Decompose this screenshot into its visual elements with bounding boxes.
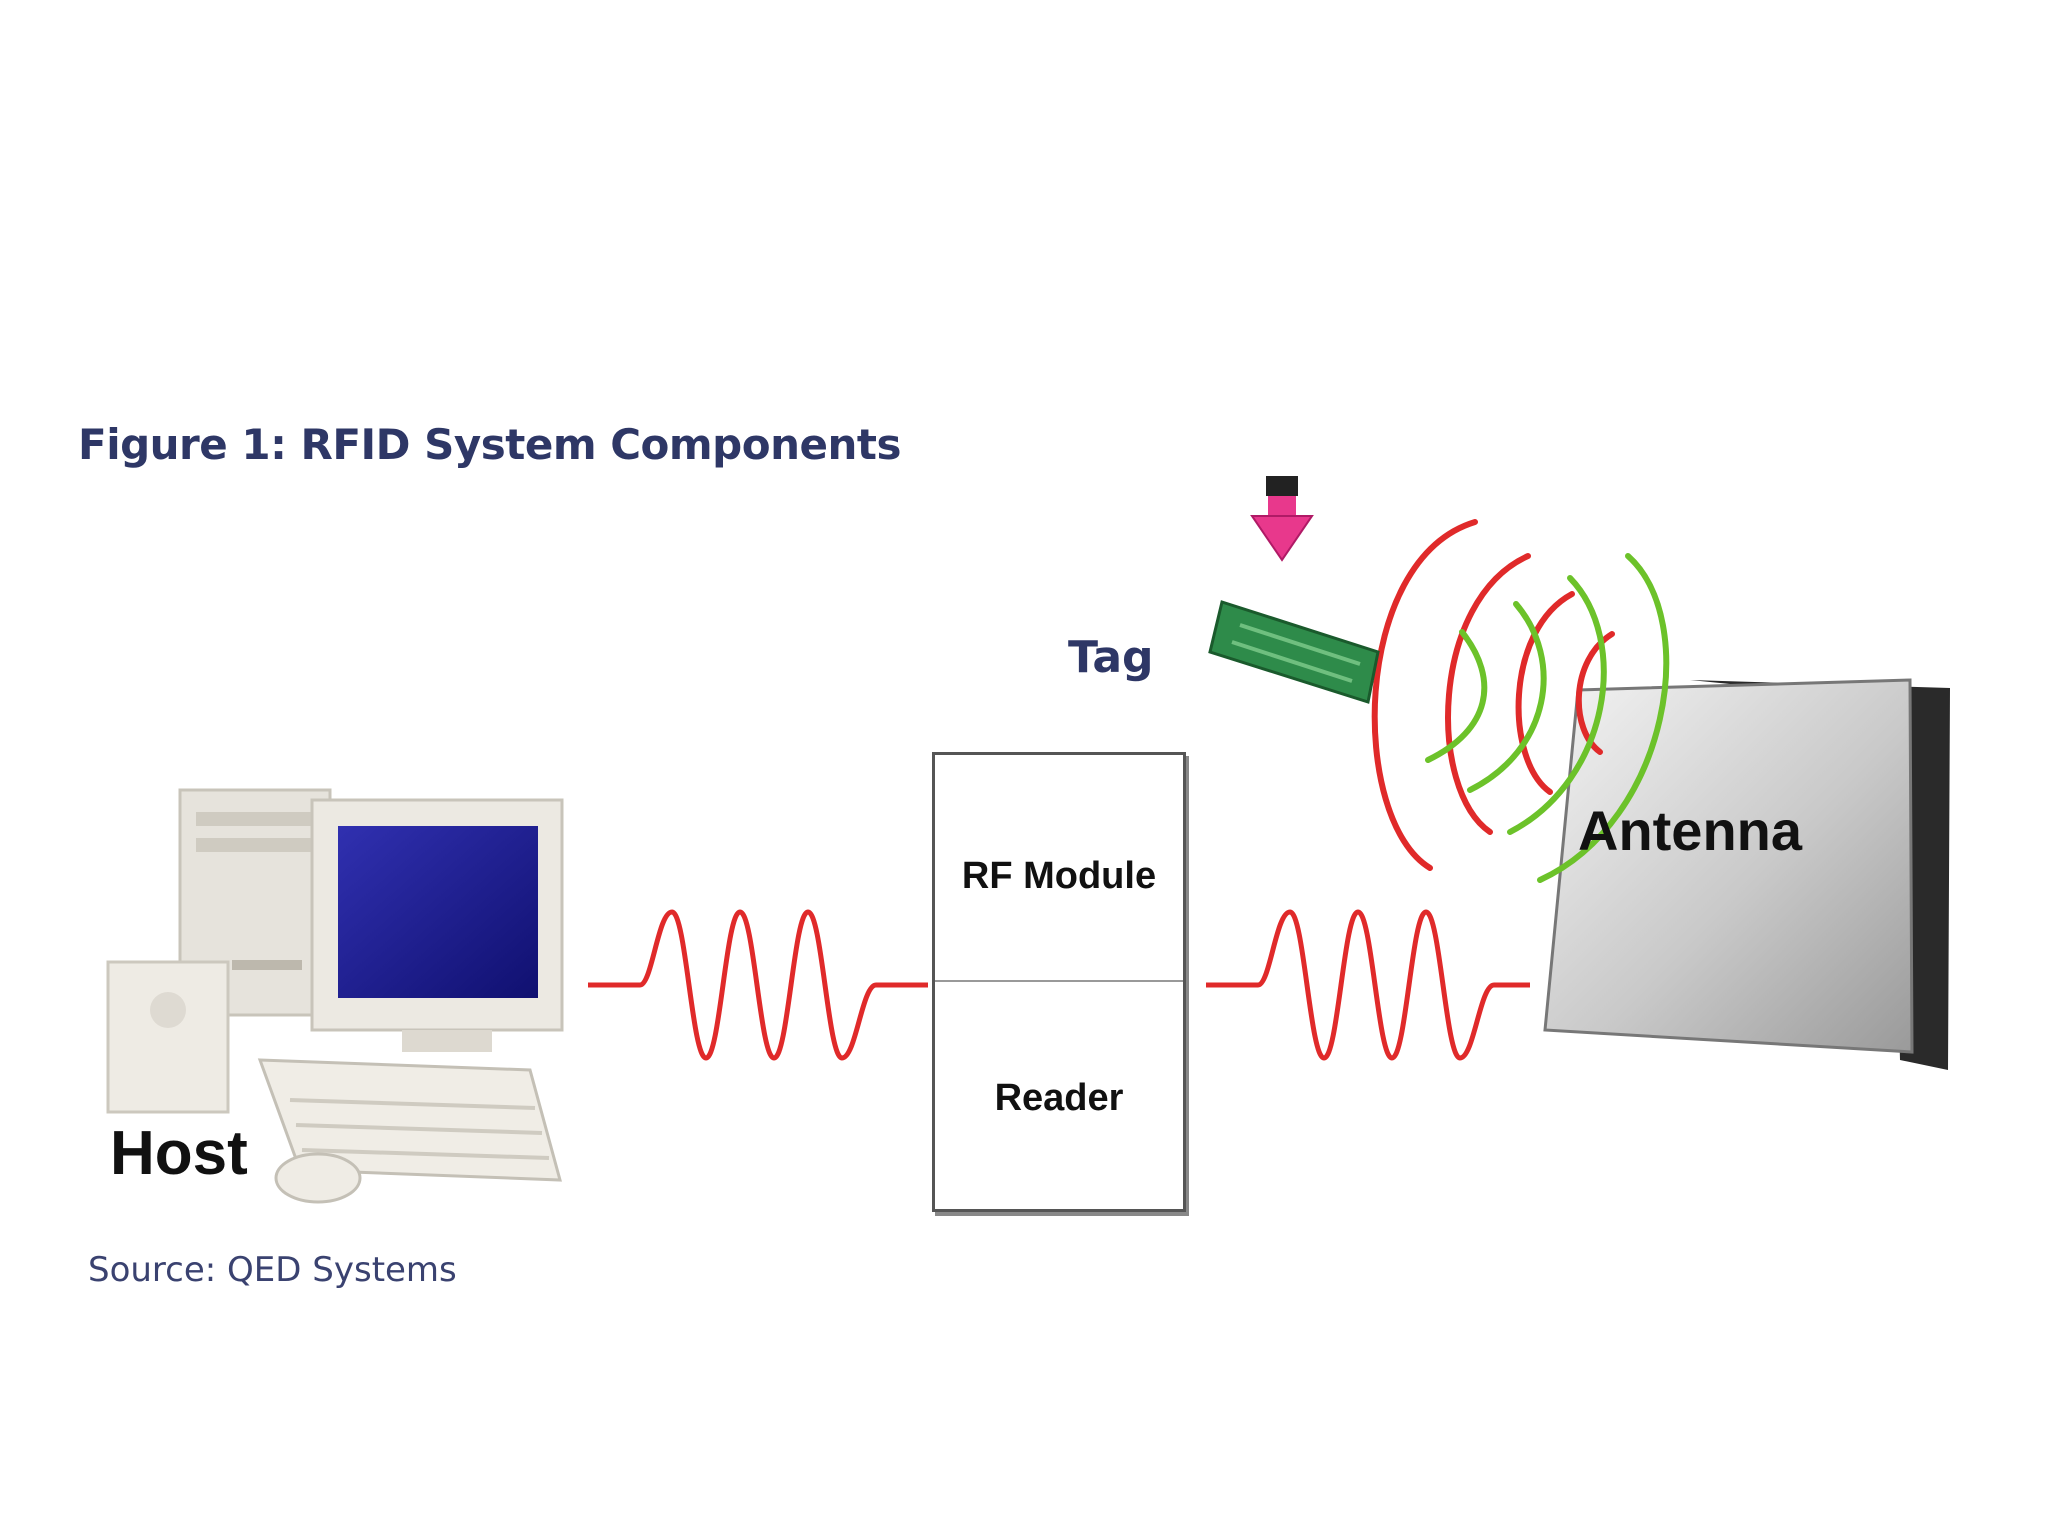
antenna-label: Antenna: [1578, 799, 1802, 862]
reader-label: Reader: [994, 1077, 1124, 1119]
computer-icon: [106, 788, 564, 1204]
reader-divider: [935, 980, 1183, 982]
source-caption: Source: QED Systems: [88, 1250, 457, 1290]
signal-wave-left: [588, 909, 928, 1061]
tag-icon: [1208, 600, 1380, 704]
antenna-panel-icon: [1543, 678, 1950, 1070]
host-label: Host: [110, 1119, 248, 1188]
figure-title: Figure 1: RFID System Components: [78, 420, 901, 469]
reader-box: RF Module Reader: [932, 752, 1186, 1212]
rf-module-label: RF Module: [961, 855, 1157, 897]
pointer-arrow-icon: [1250, 476, 1314, 562]
tag-label: Tag: [1068, 632, 1154, 683]
radio-field-icon: [1371, 519, 1670, 883]
signal-wave-right: [1206, 909, 1530, 1061]
